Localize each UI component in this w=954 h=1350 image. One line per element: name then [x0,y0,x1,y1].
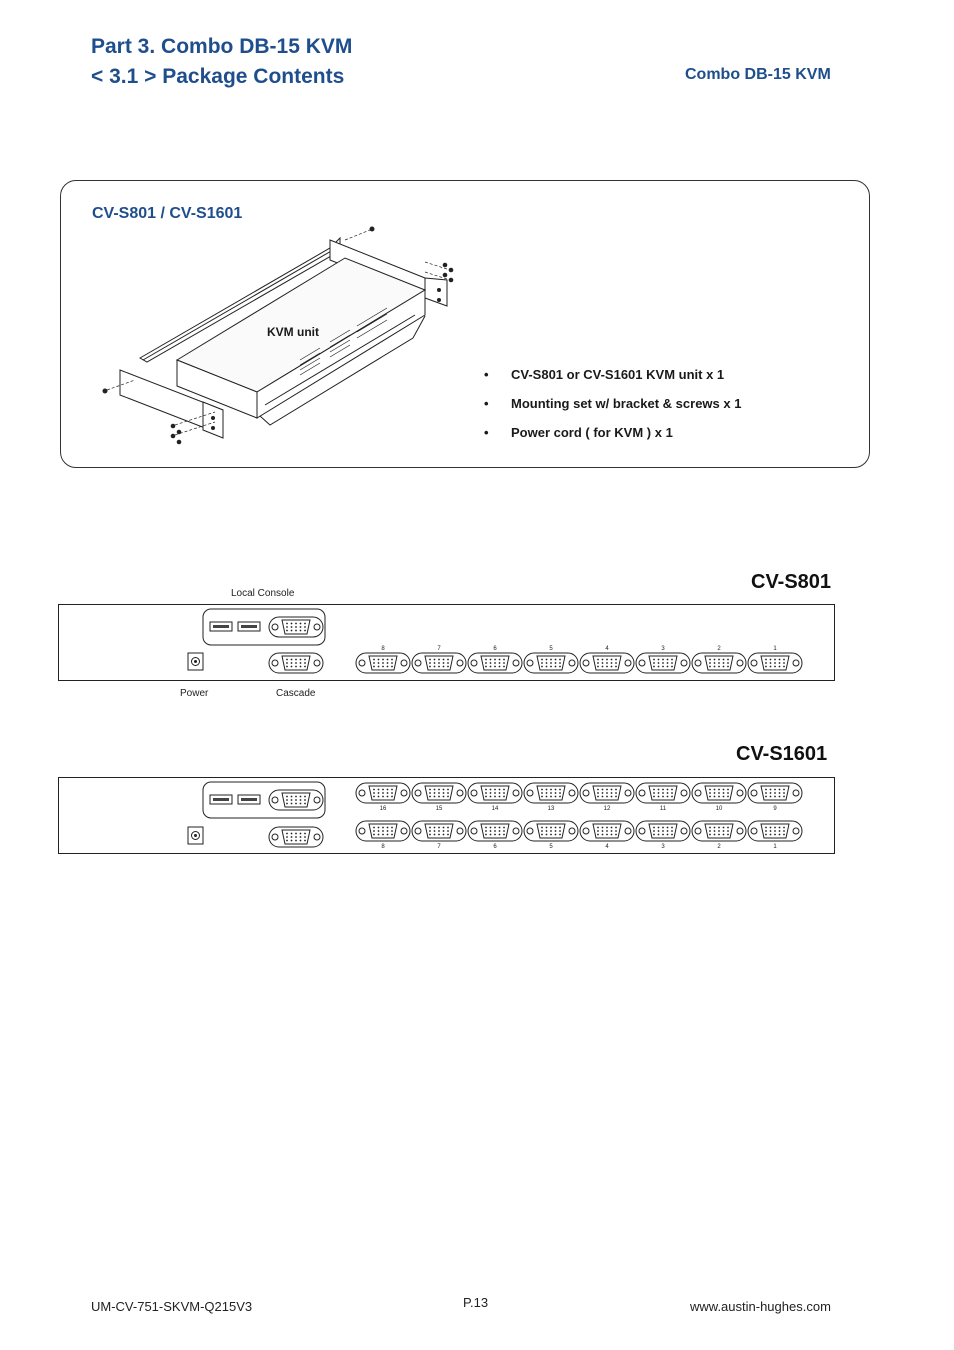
header-right-title: Combo DB-15 KVM [685,66,831,83]
package-item: Power cord ( for KVM ) x 1 [484,425,741,454]
port-number-label: 3 [661,844,665,850]
power-label: Power [180,688,209,699]
port-number-label: 14 [492,806,499,812]
power-socket-icon [187,652,204,671]
package-item: Mounting set w/ bracket & screws x 1 [484,396,741,425]
usb-port-icon [237,621,261,632]
channel-vga-port-icon [523,652,579,674]
usb-port-icon [209,621,233,632]
package-item-list: CV-S801 or CV-S1601 KVM unit x 1 Mountin… [484,367,741,454]
power-socket-icon [187,826,204,845]
port-number-label: 2 [717,844,721,850]
kvm-unit-illustration [102,226,454,445]
channel-vga-port-icon [691,820,747,842]
channel-vga-port-icon [411,652,467,674]
console-vga-port-icon [268,616,324,638]
section-title: < 3.1 > Package Contents [91,65,345,88]
port-number-label: 5 [549,844,553,850]
part-title: Part 3. Combo DB-15 KVM [91,35,353,58]
port-number-label: 1 [773,646,777,652]
package-item: CV-S801 or CV-S1601 KVM unit x 1 [484,367,741,396]
model-cv-s801: CV-S801 [751,571,832,593]
port-number-label: 7 [437,646,441,652]
cv-s801-rear-panel: 8 7 6 5 4 3 2 1 [58,604,835,681]
model-cv-s1601: CV-S1601 [736,743,828,765]
port-number-label: 3 [661,646,665,652]
port-number-label: 1 [773,844,777,850]
port-number-label: 10 [716,806,723,812]
port-number-label: 6 [493,844,497,850]
port-number-label: 8 [381,844,385,850]
channel-vga-port-icon [355,820,411,842]
cascade-vga-port-icon [268,652,324,674]
doc-id: UM-CV-751-SKVM-Q215V3 [91,1299,253,1314]
local-console-label: Local Console [231,588,295,599]
port-number-label: 9 [773,806,777,812]
channel-vga-port-icon [411,820,467,842]
cascade-label: Cascade [276,688,316,699]
channel-vga-port-icon [635,782,691,804]
channel-vga-port-icon [579,782,635,804]
port-number-label: 5 [549,646,553,652]
channel-vga-port-icon [747,652,803,674]
cascade-vga-port-icon [268,826,324,848]
port-number-label: 4 [605,646,609,652]
port-number-label: 15 [436,806,443,812]
kvm-unit-label: KVM unit [267,325,319,339]
port-number-label: 4 [605,844,609,850]
channel-vga-port-icon [747,782,803,804]
package-contents-panel [60,180,870,468]
port-number-label: 13 [548,806,555,812]
channel-vga-port-icon [411,782,467,804]
website: www.austin-hughes.com [690,1299,831,1314]
page-number: P.13 [463,1295,489,1310]
channel-vga-port-icon [523,820,579,842]
channel-vga-port-icon [467,820,523,842]
channel-vga-port-icon [691,782,747,804]
usb-port-icon [237,794,261,805]
channel-vga-port-icon [579,652,635,674]
port-number-label: 16 [380,806,387,812]
channel-vga-port-icon [691,652,747,674]
usb-port-icon [209,794,233,805]
channel-vga-port-icon [355,652,411,674]
panel-heading: CV-S801 / CV-S1601 [92,205,243,222]
port-number-label: 2 [717,646,721,652]
channel-vga-port-icon [635,652,691,674]
port-number-label: 11 [660,806,667,812]
port-number-label: 6 [493,646,497,652]
channel-vga-port-icon [467,652,523,674]
console-vga-port-icon [268,789,324,811]
channel-vga-port-icon [635,820,691,842]
port-number-label: 7 [437,844,441,850]
port-number-label: 12 [604,806,611,812]
cv-s1601-rear-panel: 16 15 14 13 12 11 10 9 8 7 6 5 4 3 2 1 [58,777,835,854]
channel-vga-port-icon [355,782,411,804]
channel-vga-port-icon [467,782,523,804]
port-number-label: 8 [381,646,385,652]
channel-vga-port-icon [523,782,579,804]
channel-vga-port-icon [747,820,803,842]
channel-vga-port-icon [579,820,635,842]
